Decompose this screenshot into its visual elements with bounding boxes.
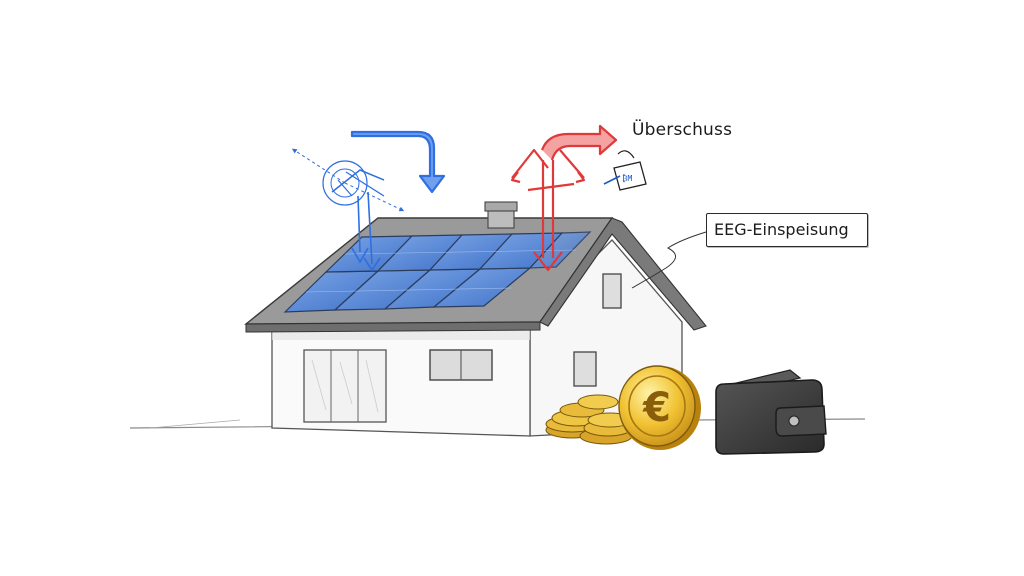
patio-door <box>303 349 387 423</box>
euro-symbol: € <box>642 385 671 431</box>
sunlight-arrow <box>350 130 446 194</box>
eeg-leader-line <box>631 231 707 289</box>
sun-icon <box>291 148 405 272</box>
surplus-arrow <box>510 124 618 272</box>
wallet-icon <box>715 369 827 455</box>
surplus-label: Überschuss <box>632 120 733 140</box>
eeg-feed-in-label: EEG-Einspeisung <box>714 220 849 239</box>
front-window <box>429 349 493 381</box>
meter-icon: ₿M <box>603 150 647 191</box>
gable-window <box>602 273 622 309</box>
svg-text:₿M: ₿M <box>622 173 633 183</box>
solar-panel-array <box>283 231 592 313</box>
euro-coin: € <box>618 365 701 450</box>
eeg-label-box <box>706 213 868 247</box>
chimney <box>484 201 518 229</box>
house <box>243 201 707 437</box>
side-window <box>573 351 597 387</box>
